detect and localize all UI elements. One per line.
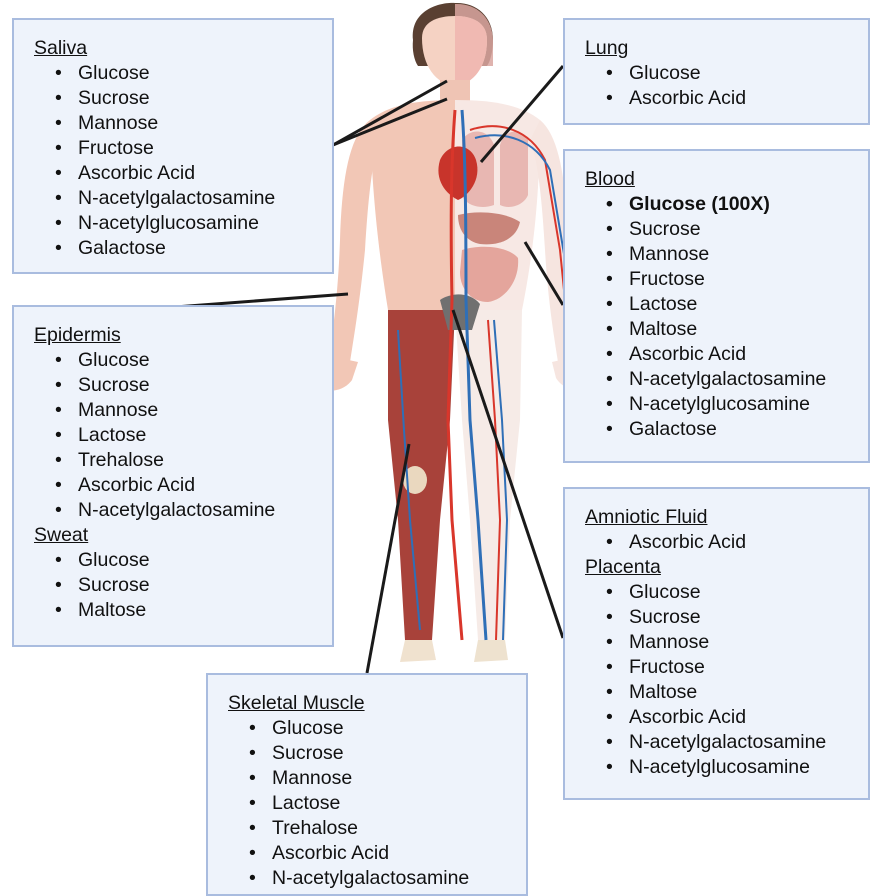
list-item: Sucrose (585, 217, 868, 242)
list-item: Glucose (34, 548, 332, 573)
amniotic-fluid-list: Ascorbic Acid (585, 530, 868, 555)
list-item: Fructose (585, 655, 868, 680)
sweat-title: Sweat (34, 523, 332, 548)
list-item: Mannose (585, 630, 868, 655)
list-item: Maltose (585, 680, 868, 705)
list-item: N-acetylgalactosamine (585, 367, 868, 392)
epidermis-list: Glucose Sucrose Mannose Lactose Trehalos… (34, 348, 332, 523)
list-item: Lactose (585, 292, 868, 317)
list-item: N-acetylgalactosamine (228, 866, 526, 891)
list-item: Sucrose (228, 741, 526, 766)
list-item: Fructose (585, 267, 868, 292)
list-item: Mannose (34, 111, 332, 136)
skeletal-muscle-list: Glucose Sucrose Mannose Lactose Trehalos… (228, 716, 526, 891)
epidermis-title: Epidermis (34, 323, 332, 348)
list-item: Glucose (34, 348, 332, 373)
list-item: Mannose (585, 242, 868, 267)
list-item: N-acetylgalactosamine (34, 498, 332, 523)
placenta-title: Placenta (585, 555, 868, 580)
placenta-list: Glucose Sucrose Mannose Fructose Maltose… (585, 580, 868, 780)
blood-list: Glucose (100X) Sucrose Mannose Fructose … (585, 192, 868, 442)
skeletal-muscle-title: Skeletal Muscle (228, 691, 526, 716)
skeletal-muscle-panel: Skeletal Muscle Glucose Sucrose Mannose … (206, 673, 528, 896)
list-item: Galactose (585, 417, 868, 442)
list-item: Glucose (585, 61, 868, 86)
epidermis-sweat-panel: Epidermis Glucose Sucrose Mannose Lactos… (12, 305, 334, 647)
list-item: Ascorbic Acid (585, 530, 868, 555)
list-item: Glucose (100X) (585, 192, 868, 217)
lung-panel: Lung Glucose Ascorbic Acid (563, 18, 870, 125)
list-item: Glucose (34, 61, 332, 86)
list-item: N-acetylglucosamine (34, 211, 332, 236)
list-item: N-acetylglucosamine (585, 755, 868, 780)
amniotic-fluid-title: Amniotic Fluid (585, 505, 868, 530)
list-item: Galactose (34, 236, 332, 261)
list-item: Sucrose (585, 605, 868, 630)
list-item: N-acetylglucosamine (585, 392, 868, 417)
list-item: N-acetylgalactosamine (34, 186, 332, 211)
lung-list: Glucose Ascorbic Acid (585, 61, 868, 111)
list-item: Lactose (228, 791, 526, 816)
list-item: Sucrose (34, 373, 332, 398)
list-item: Trehalose (228, 816, 526, 841)
list-item: Fructose (34, 136, 332, 161)
saliva-list: Glucose Sucrose Mannose Fructose Ascorbi… (34, 61, 332, 261)
list-item: Ascorbic Acid (34, 161, 332, 186)
saliva-panel: Saliva Glucose Sucrose Mannose Fructose … (12, 18, 334, 274)
list-item: Glucose (585, 580, 868, 605)
list-item: Mannose (228, 766, 526, 791)
list-item: N-acetylgalactosamine (585, 730, 868, 755)
list-item: Ascorbic Acid (228, 841, 526, 866)
list-item: Lactose (34, 423, 332, 448)
list-item: Sucrose (34, 86, 332, 111)
list-item: Sucrose (34, 573, 332, 598)
list-item: Maltose (34, 598, 332, 623)
list-item: Ascorbic Acid (34, 473, 332, 498)
saliva-title: Saliva (34, 36, 332, 61)
list-item: Glucose (228, 716, 526, 741)
list-item: Ascorbic Acid (585, 342, 868, 367)
list-item: Maltose (585, 317, 868, 342)
list-item: Ascorbic Acid (585, 705, 868, 730)
list-item: Ascorbic Acid (585, 86, 868, 111)
list-item: Trehalose (34, 448, 332, 473)
amniotic-placenta-panel: Amniotic Fluid Ascorbic Acid Placenta Gl… (563, 487, 870, 800)
sweat-list: Glucose Sucrose Maltose (34, 548, 332, 623)
list-item: Mannose (34, 398, 332, 423)
lung-title: Lung (585, 36, 868, 61)
blood-title: Blood (585, 167, 868, 192)
blood-panel: Blood Glucose (100X) Sucrose Mannose Fru… (563, 149, 870, 463)
